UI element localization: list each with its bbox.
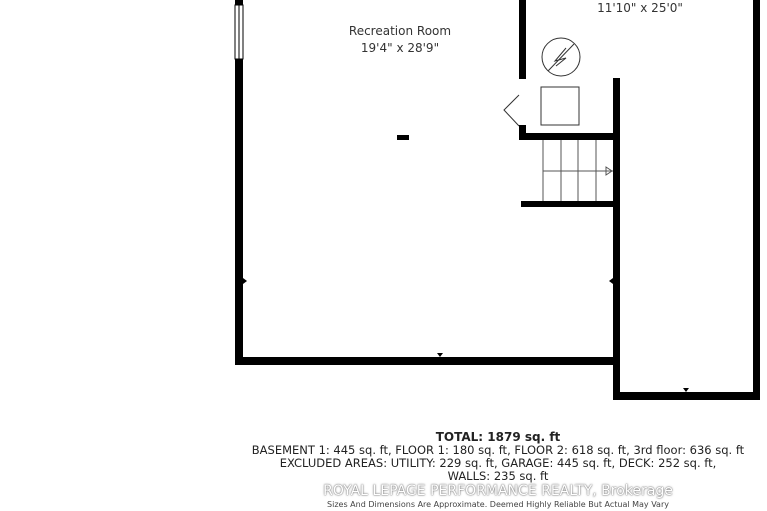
- wall-stair-bottom: [521, 201, 620, 207]
- marker-icon: [609, 278, 613, 284]
- door-swing: [503, 94, 520, 127]
- wall-left: [235, 0, 243, 365]
- wall-utility-bottom: [519, 133, 620, 140]
- wall-stair-right: [613, 78, 620, 400]
- disclaimer: Sizes And Dimensions Are Approximate. De…: [327, 500, 669, 509]
- room-name: Recreation Room: [348, 24, 452, 38]
- wall-garage-bottom: [613, 392, 760, 400]
- stair-arrow-icon: [605, 166, 613, 176]
- watermark: ROYAL LEPAGE PERFORMANCE REALTY, Brokera…: [323, 483, 673, 499]
- marker-icon: [437, 353, 443, 357]
- electrical-panel-icon: [541, 37, 581, 77]
- room-dimensions-garage: 11'10" x 25'0": [597, 1, 683, 15]
- marker-icon: [243, 278, 247, 284]
- excluded-areas: EXCLUDED AREAS: UTILITY: 229 sq. ft, GAR…: [279, 456, 717, 470]
- wall-bottom: [235, 357, 620, 365]
- wall-area: WALLS: 235 sq. ft: [447, 469, 549, 483]
- floor-areas: BASEMENT 1: 445 sq. ft, FLOOR 1: 180 sq.…: [251, 443, 745, 457]
- window: [234, 4, 244, 60]
- total-area: TOTAL: 1879 sq. ft: [435, 430, 561, 444]
- dash-marker: [397, 135, 409, 140]
- utility-appliance: [540, 86, 580, 126]
- wall-inner-top: [519, 0, 526, 79]
- marker-icon: [683, 388, 689, 392]
- room-label-recreation: Recreation Room 19'4" x 28'9": [330, 24, 470, 55]
- wall-right: [753, 0, 760, 400]
- stairs: [542, 140, 613, 201]
- room-dimensions: 19'4" x 28'9": [360, 41, 440, 55]
- wall-inner-lower: [519, 125, 526, 140]
